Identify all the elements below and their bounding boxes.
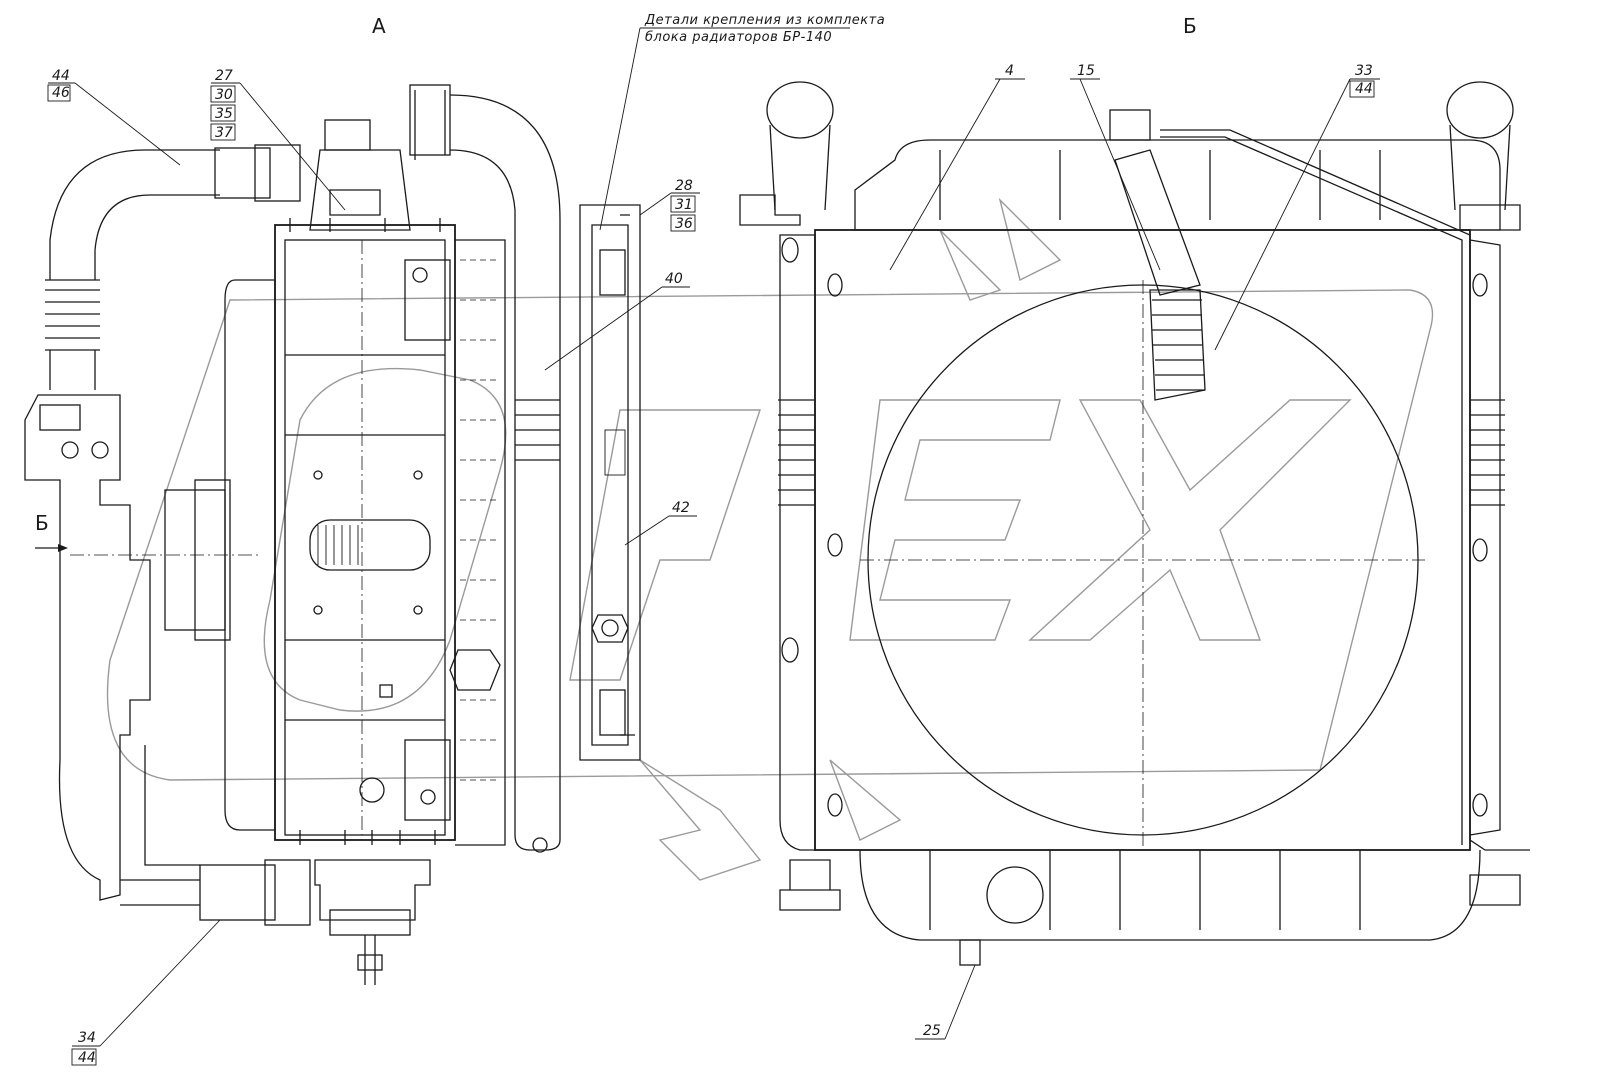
callout-40: 40 [544, 271, 690, 371]
arrow-b-pointer [35, 544, 68, 552]
view-a-label: А [372, 14, 386, 38]
callout-27-30-35-37: 27 30 35 37 [210, 68, 346, 211]
svg-text:27: 27 [215, 68, 233, 84]
svg-text:35: 35 [215, 106, 233, 122]
svg-text:44: 44 [52, 68, 70, 84]
callout-28-31-36: 28 31 36 [639, 178, 700, 232]
arrow-b-label: Б [35, 511, 49, 535]
watermark-logo [106, 197, 1434, 881]
callout-25: 25 [915, 964, 976, 1040]
svg-text:31: 31 [675, 197, 693, 213]
svg-text:44: 44 [78, 1050, 96, 1066]
view-b-label: Б [1183, 14, 1197, 38]
svg-text:34: 34 [78, 1030, 96, 1046]
svg-text:15: 15 [1077, 63, 1095, 79]
svg-text:44: 44 [1355, 81, 1373, 97]
svg-text:25: 25 [923, 1023, 941, 1039]
callout-15: 15 [1070, 63, 1161, 271]
svg-text:30: 30 [215, 87, 233, 103]
mounting-note-line1: Детали крепления из комплекта [644, 13, 885, 28]
callout-34-44: 34 44 [71, 919, 221, 1066]
svg-text:36: 36 [675, 216, 693, 232]
callout-33-44: 33 44 [1214, 63, 1380, 351]
callout-42: 42 [624, 500, 697, 546]
mounting-note-line2: блока радиаторов БР-140 [645, 30, 832, 45]
svg-text:46: 46 [52, 85, 70, 101]
svg-text:4: 4 [1005, 63, 1014, 79]
svg-text:40: 40 [665, 271, 683, 287]
svg-text:37: 37 [215, 125, 233, 141]
note-leader [599, 27, 641, 231]
svg-text:42: 42 [672, 500, 690, 516]
callout-4: 4 [889, 63, 1025, 271]
callout-44-46: 44 46 [47, 68, 181, 166]
view-a-side-drawing [24, 84, 641, 985]
svg-text:33: 33 [1355, 63, 1373, 79]
view-b-front-drawing [739, 81, 1530, 966]
svg-text:28: 28 [675, 178, 693, 194]
